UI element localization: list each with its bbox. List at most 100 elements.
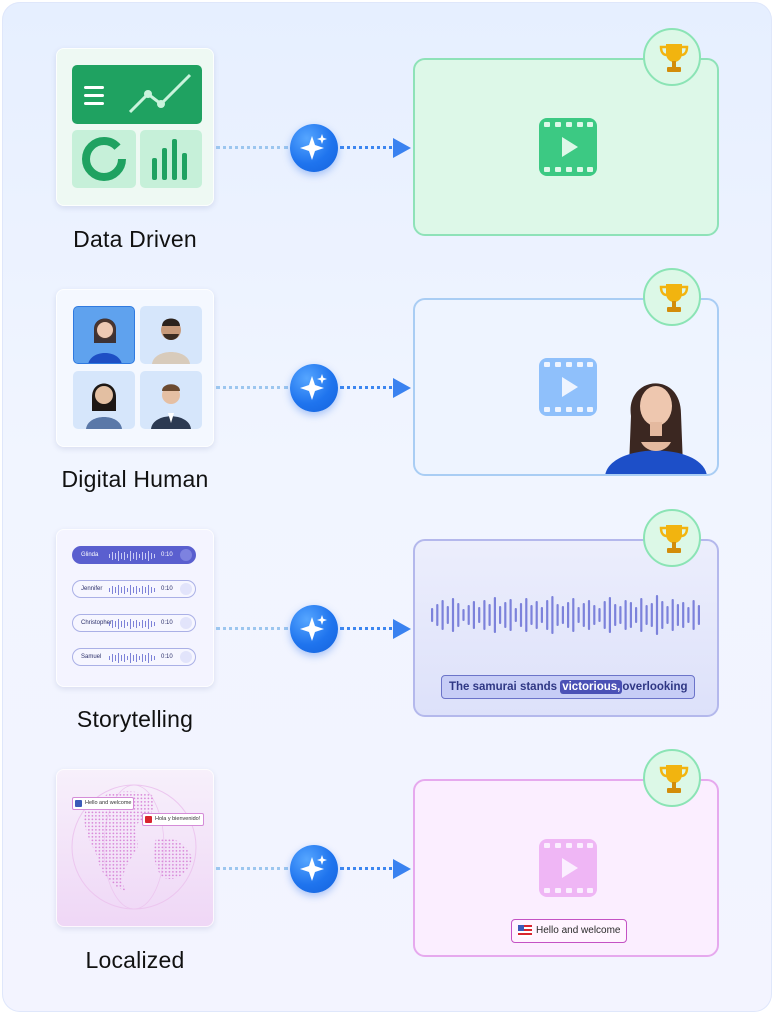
sparkle-icon xyxy=(290,605,338,653)
wave-bar xyxy=(551,596,554,634)
wave-bar xyxy=(577,607,580,623)
presenter-avatar xyxy=(605,383,707,474)
digital-human-tile xyxy=(56,289,214,447)
wave-bar xyxy=(478,607,481,623)
play-icon[interactable] xyxy=(180,583,192,595)
connector-dotted-right xyxy=(340,867,400,870)
wave-bar xyxy=(650,603,653,627)
voice-row-christopher[interactable]: Christopher 0:10 xyxy=(72,614,196,632)
trophy-icon xyxy=(643,749,701,807)
voice-row-glinda[interactable]: Glinda 0:10 xyxy=(72,546,196,564)
wave-bar xyxy=(624,600,627,630)
wave-bar xyxy=(540,607,543,623)
wave-bar xyxy=(666,606,669,624)
play-icon[interactable] xyxy=(180,651,192,663)
wave-bar xyxy=(671,599,674,631)
wave-bar xyxy=(603,601,606,629)
wave-bar xyxy=(629,602,632,628)
arrow-right-icon xyxy=(393,859,411,879)
storytelling-tile: Glinda 0:10 Jennifer 0:10 Christopher 0:… xyxy=(56,529,214,687)
wave-bar xyxy=(509,599,512,631)
connector-dotted-right xyxy=(340,146,400,149)
connector-dotted-left xyxy=(216,386,288,389)
trophy-icon xyxy=(643,509,701,567)
subtitle-bar: The samurai stands victorious,overlookin… xyxy=(441,675,695,699)
wave-bar xyxy=(436,604,439,626)
wave-bar xyxy=(661,601,664,629)
wave-bar xyxy=(546,600,549,630)
wave-bar xyxy=(619,606,622,624)
wave-bar xyxy=(598,608,601,622)
wave-bar xyxy=(645,605,648,625)
data-driven-tile xyxy=(56,48,214,206)
wave-bar xyxy=(457,603,460,627)
connector-dotted-right xyxy=(340,627,400,630)
play-icon[interactable] xyxy=(180,549,192,561)
video-play-icon xyxy=(539,118,597,176)
data-driven-video-card xyxy=(413,58,719,236)
wave-bar xyxy=(687,607,690,623)
connector-dotted-right xyxy=(340,386,400,389)
audio-waveform xyxy=(431,595,700,635)
trophy-icon xyxy=(643,28,701,86)
connector-dotted-left xyxy=(216,627,288,630)
wave-bar xyxy=(493,597,496,633)
avatar-woman-asian xyxy=(73,371,135,429)
tile-label-hola: Hola y bienvenido! xyxy=(142,813,204,826)
connector-dotted-left xyxy=(216,146,288,149)
sparkle-icon xyxy=(290,845,338,893)
wave-bar xyxy=(587,600,591,630)
trophy-icon xyxy=(643,268,701,326)
arrow-right-icon xyxy=(393,619,411,639)
wave-bar xyxy=(499,606,502,624)
wave-bar xyxy=(676,604,679,626)
sparkle-icon xyxy=(290,124,338,172)
sparkle-icon xyxy=(290,364,338,412)
wave-bar xyxy=(655,595,659,635)
wave-bar xyxy=(451,598,455,632)
avatar-man-suit xyxy=(140,371,202,429)
video-play-icon xyxy=(539,839,597,897)
caption-data-driven: Data Driven xyxy=(73,226,197,252)
wave-bar xyxy=(483,600,486,630)
wave-bar xyxy=(608,597,611,633)
wave-bar xyxy=(692,600,695,630)
wave-bar xyxy=(593,605,596,625)
globe-illustration xyxy=(71,784,197,910)
avatar-man-beard xyxy=(140,306,202,364)
voice-row-jennifer[interactable]: Jennifer 0:10 xyxy=(72,580,196,598)
localized-tile: Hello and welcome Hola y bienvenido! xyxy=(56,769,214,927)
waveform-icon xyxy=(109,551,155,561)
connector-dotted-left xyxy=(216,867,288,870)
wave-bar xyxy=(530,605,533,625)
caption-localized: Localized xyxy=(85,947,185,973)
wave-bar xyxy=(462,609,465,621)
waveform-icon xyxy=(109,585,155,595)
wave-bar xyxy=(582,603,585,627)
play-icon[interactable] xyxy=(180,617,192,629)
wave-bar xyxy=(467,605,470,625)
us-flag-icon xyxy=(518,925,532,937)
voice-row-samuel[interactable]: Samuel 0:10 xyxy=(72,648,196,666)
wave-bar xyxy=(535,601,538,629)
wave-bar xyxy=(446,606,449,624)
localized-caption-pill: Hello and welcome xyxy=(511,919,627,943)
arrow-right-icon xyxy=(393,378,411,398)
localized-video-card: Hello and welcome xyxy=(413,779,719,957)
dashboard-illustration xyxy=(72,65,202,188)
tile-label-hello: Hello and welcome xyxy=(72,797,134,810)
arrow-right-icon xyxy=(393,138,411,158)
wave-bar xyxy=(441,600,444,630)
wave-bar xyxy=(567,602,570,628)
wave-bar xyxy=(472,601,475,629)
avatar-woman-blue xyxy=(73,306,135,364)
wave-bar xyxy=(431,608,434,622)
storytelling-audio-card: The samurai stands victorious,overlookin… xyxy=(413,539,719,717)
wave-bar xyxy=(504,602,507,628)
wave-bar xyxy=(561,606,564,624)
wave-bar xyxy=(640,598,643,632)
digital-human-video-card xyxy=(413,298,719,476)
wave-bar xyxy=(556,604,559,626)
wave-bar xyxy=(614,604,617,626)
wave-bar xyxy=(519,603,523,627)
